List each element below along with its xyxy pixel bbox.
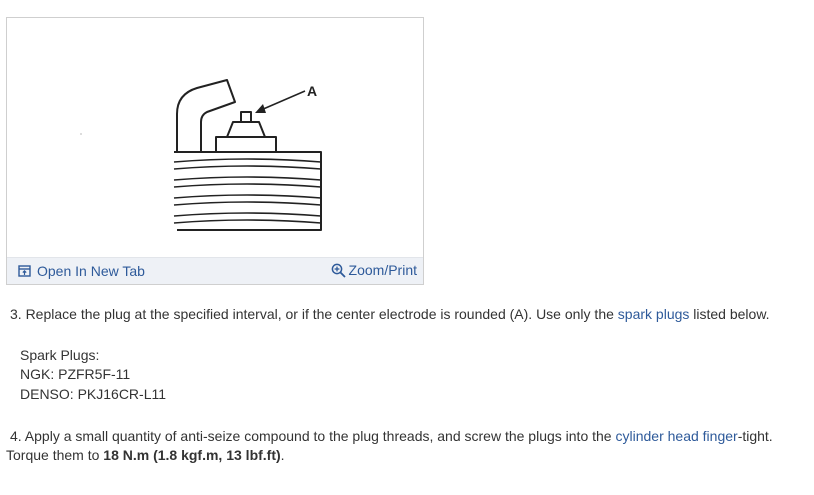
spec-denso: DENSO: PKJ16CR-L11 [20,386,167,402]
step-4-line2: Torque them to 18 N.m (1.8 kgf.m, 13 lbf… [6,445,285,465]
cylinder-head-link[interactable]: cylinder head [615,428,699,444]
figure-toolbar: Open In New Tab Zoom/Print [7,257,423,284]
zoom-icon [331,263,346,278]
step-3-text: 3. Replace the plug at the specified int… [10,304,770,324]
open-in-new-tab-button[interactable]: Open In New Tab [18,263,145,279]
step-3-suffix: listed below. [689,306,770,322]
step-4-prefix: 4. Apply a small quantity of anti-seize … [10,428,616,444]
torque-suffix: . [280,447,285,463]
zoom-print-label: Zoom/Print [348,262,417,278]
zoom-print-button[interactable]: Zoom/Print [331,262,417,278]
figure-panel: A Open In New Tab Zo [6,17,424,285]
torque-prefix: Torque them to [6,447,104,463]
step-4-suffix: -tight. [737,428,773,444]
spec-heading: Spark Plugs: [20,347,100,363]
step-4-text: 4. Apply a small quantity of anti-seize … [10,426,773,446]
new-tab-icon [18,265,31,277]
spark-plug-diagram: A [80,79,322,231]
torque-value: 18 N.m (1.8 kgf.m, 13 lbf.ft) [103,447,281,463]
finger-link[interactable]: finger [702,428,738,444]
step-3-prefix: 3. Replace the plug at the specified int… [10,306,618,322]
callout-label-a: A [307,83,317,99]
spec-ngk: NGK: PZFR5F-11 [20,366,131,382]
open-in-new-tab-label: Open In New Tab [37,263,145,279]
spark-plugs-link[interactable]: spark plugs [617,306,690,322]
